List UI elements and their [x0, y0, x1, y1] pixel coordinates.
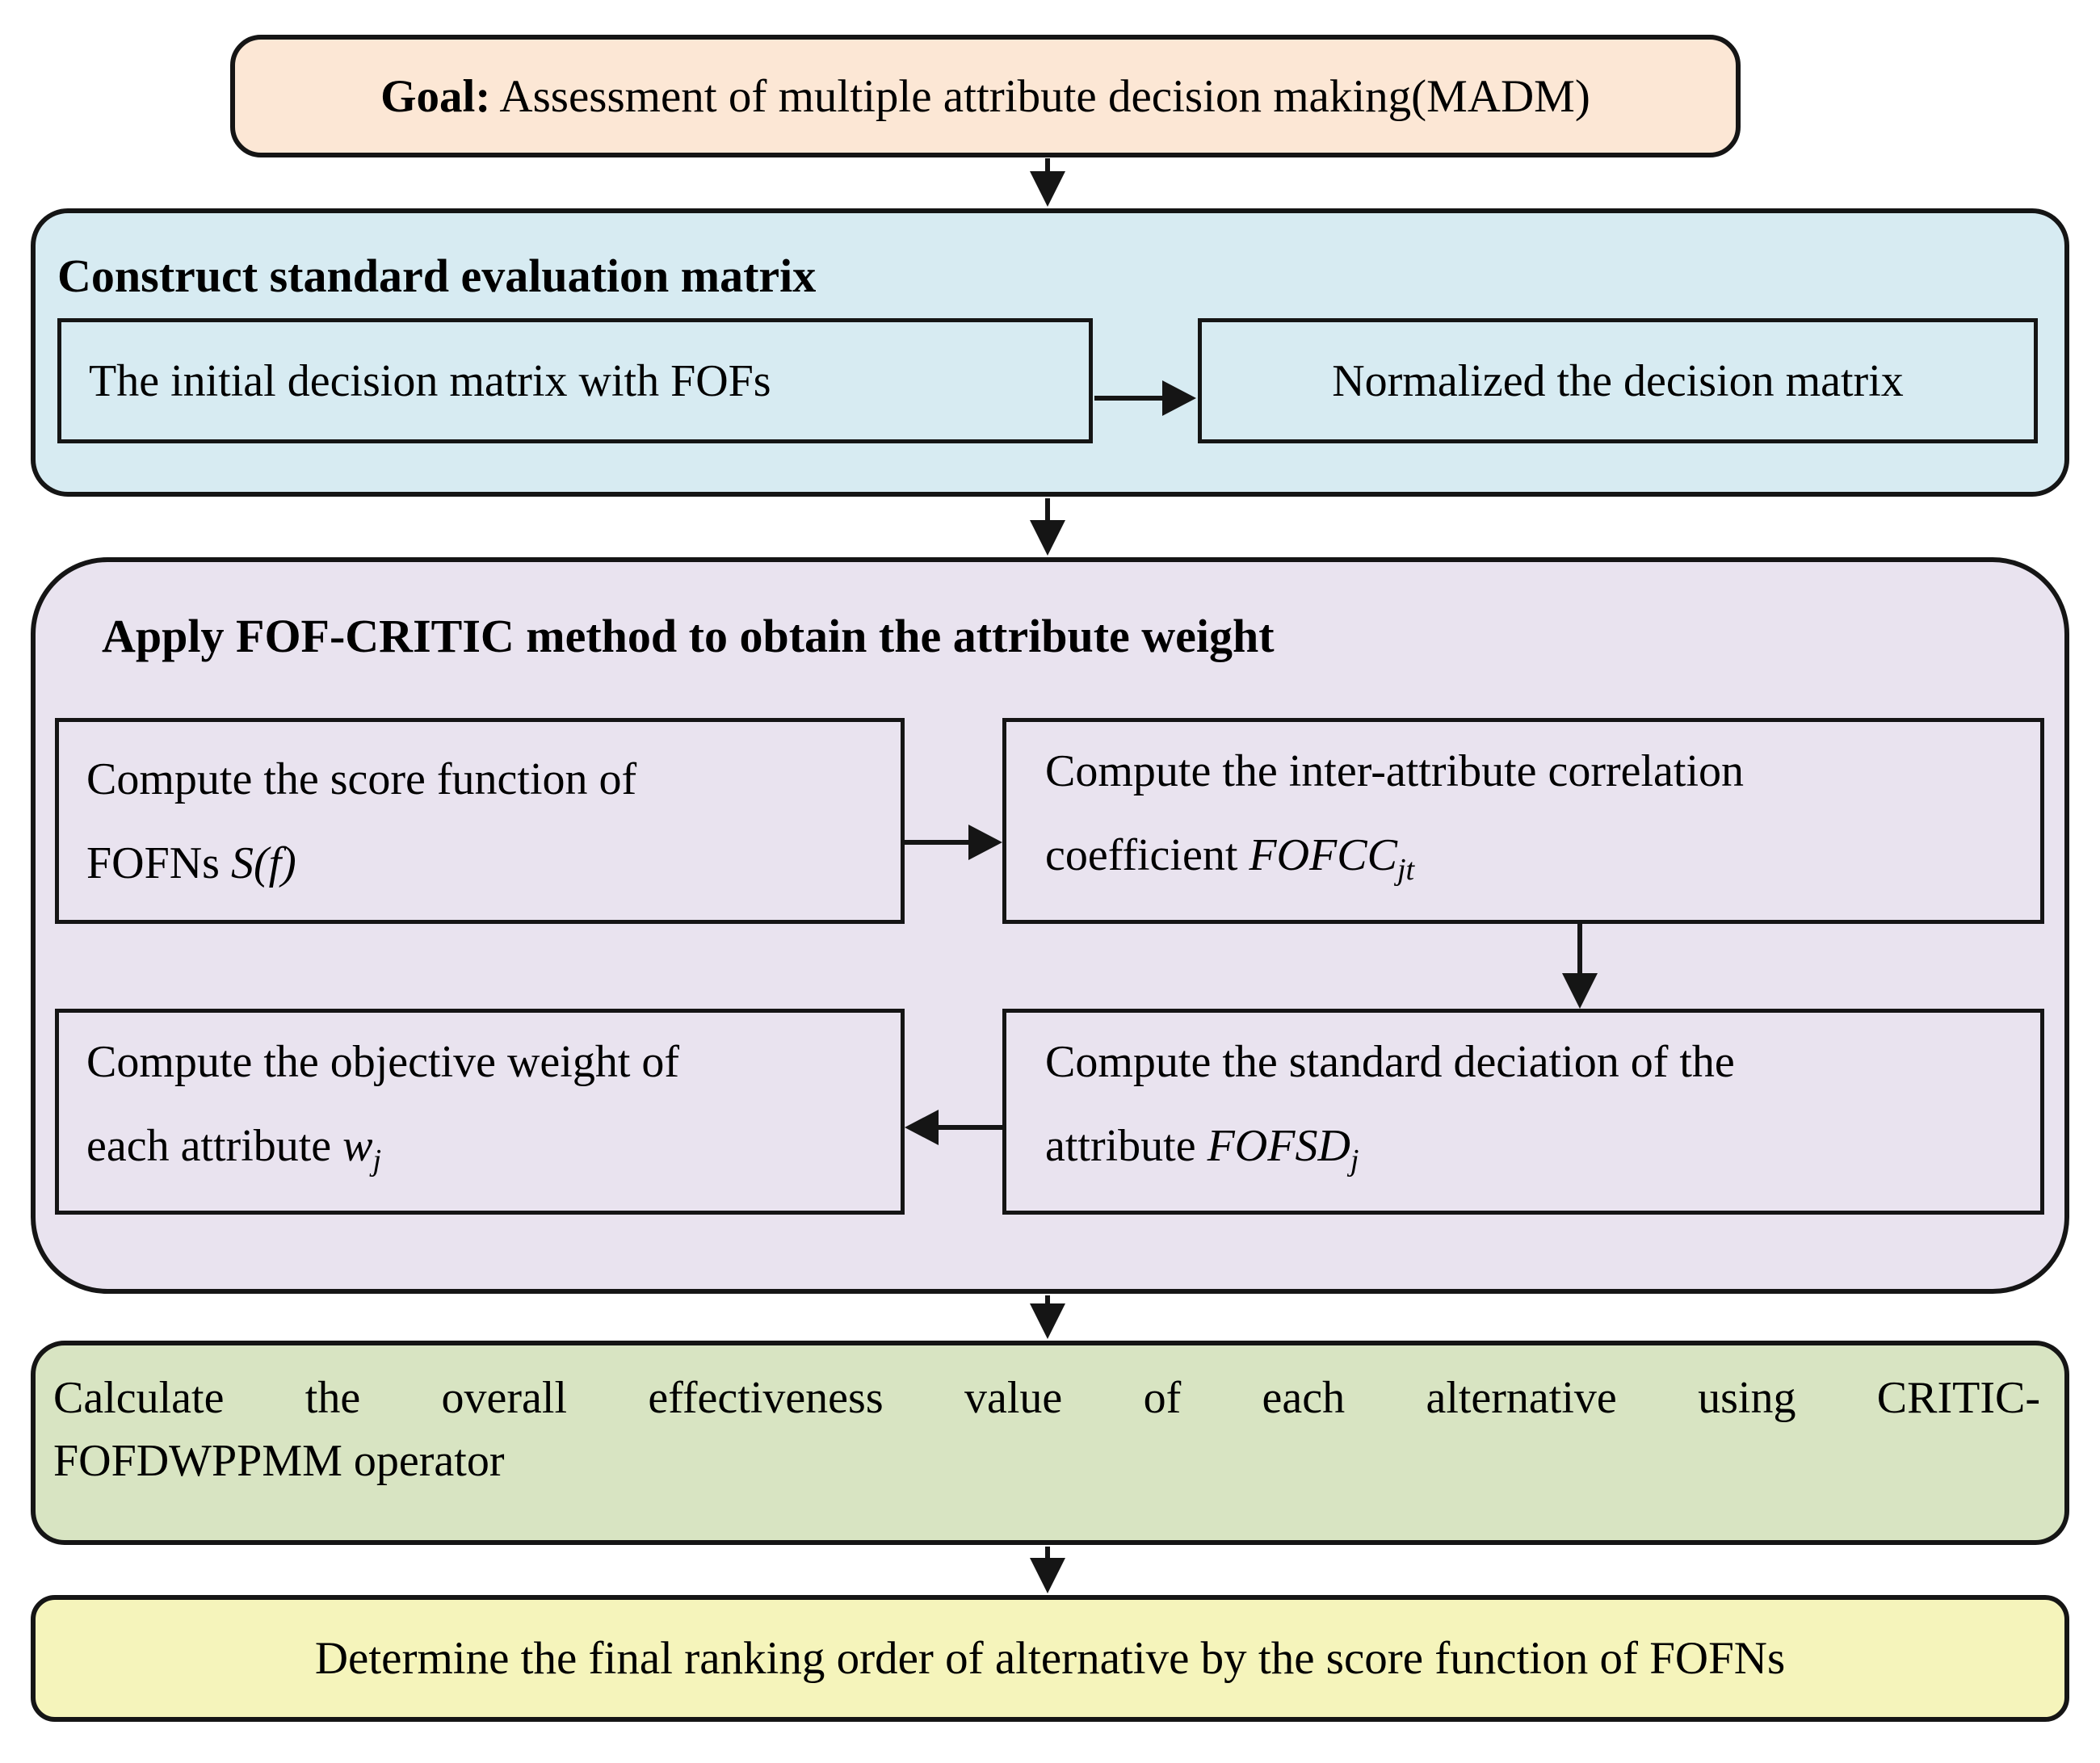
objective-weight-box: Compute the objective weight of each att… — [55, 1009, 905, 1215]
deviation-to-weight-arrow — [905, 1110, 1002, 1145]
critic-section: Apply FOF-CRITIC method to obtain the at… — [31, 557, 2069, 1294]
score-function-label: Compute the score function of FOFNs S(f) — [86, 753, 637, 888]
arrow-shaft — [1045, 1295, 1050, 1303]
goal-label: Goal: Assessment of multiple attribute d… — [380, 70, 1590, 123]
correlation-to-deviation-arrow — [1562, 924, 1598, 1009]
goal-label-bold: Goal: — [380, 70, 491, 122]
arrow-head-right — [1162, 380, 1196, 416]
arrow-shaft — [1045, 1547, 1050, 1558]
normalized-matrix-box: Normalized the decision matrix — [1198, 318, 2038, 443]
goal-box: Goal: Assessment of multiple attribute d… — [230, 35, 1741, 157]
critic-to-overall-arrow — [1030, 1295, 1065, 1339]
correlation-symbol-subscript: jt — [1396, 853, 1415, 888]
score-function-box: Compute the score function of FOFNs S(f) — [55, 718, 905, 924]
standard-deviation-box: Compute the standard deciation of the at… — [1002, 1009, 2044, 1215]
arrow-shaft — [905, 840, 968, 845]
weight-symbol: w — [342, 1121, 373, 1172]
standard-deviation-label: Compute the standard deciation of the at… — [1045, 1037, 1735, 1178]
overall-to-ranking-arrow — [1030, 1547, 1065, 1593]
overall-effectiveness-line2: FOFDWPPMM operator — [53, 1436, 505, 1486]
arrow-shaft — [1094, 396, 1162, 401]
initial-matrix-label: The initial decision matrix with FOFs — [89, 355, 771, 406]
deviation-symbol-subscript: j — [1350, 1144, 1359, 1178]
deviation-symbol: FOFSD — [1207, 1121, 1350, 1172]
arrow-shaft — [939, 1125, 1002, 1130]
correlation-symbol: FOFCC — [1249, 830, 1397, 881]
arrow-shaft — [1045, 498, 1050, 520]
score-to-correlation-arrow — [905, 825, 1002, 860]
arrow-head-down — [1562, 973, 1598, 1009]
correlation-box: Compute the inter-attribute correlation … — [1002, 718, 2044, 924]
arrow-head-down — [1030, 520, 1065, 556]
final-ranking-label: Determine the final ranking order of alt… — [314, 1633, 1786, 1684]
arrow-head-left — [905, 1110, 939, 1145]
overall-effectiveness-box: Calculate the overall effectiveness valu… — [31, 1341, 2069, 1545]
goal-label-rest: Assessment of multiple attribute decisio… — [490, 70, 1590, 122]
initial-matrix-box: The initial decision matrix with FOFs — [57, 318, 1093, 443]
matrix-section-header: Construct standard evaluation matrix — [57, 250, 817, 302]
correlation-label: Compute the inter-attribute correlation … — [1045, 746, 1745, 888]
arrow-head-down — [1030, 171, 1065, 207]
matrix-to-critic-arrow — [1030, 498, 1065, 556]
arrow-shaft — [1577, 924, 1582, 973]
initial-to-normalized-arrow — [1094, 380, 1196, 416]
arrow-shaft — [1045, 158, 1050, 171]
matrix-section: Construct standard evaluation matrix The… — [31, 208, 2069, 497]
goal-to-matrix-arrow — [1030, 158, 1065, 207]
normalized-matrix-label: Normalized the decision matrix — [1332, 355, 1904, 406]
arrow-head-down — [1030, 1558, 1065, 1593]
arrow-head-down — [1030, 1303, 1065, 1339]
weight-symbol-subscript: j — [372, 1144, 382, 1178]
critic-section-header: Apply FOF-CRITIC method to obtain the at… — [102, 610, 1275, 662]
overall-effectiveness-line1: Calculate the overall effectiveness valu… — [53, 1373, 2040, 1423]
objective-weight-label: Compute the objective weight of each att… — [86, 1037, 680, 1178]
arrow-head-right — [968, 825, 1002, 860]
score-function-symbol: S(f) — [230, 837, 296, 888]
final-ranking-box: Determine the final ranking order of alt… — [31, 1595, 2069, 1722]
